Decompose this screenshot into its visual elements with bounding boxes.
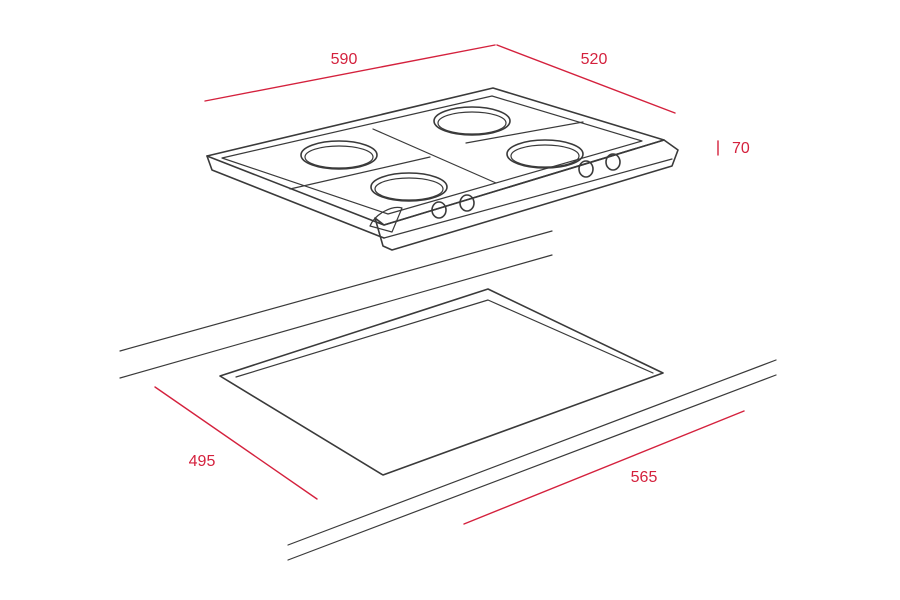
cutout-outline	[219, 288, 664, 476]
dimension-hob-height: 70	[717, 140, 750, 157]
burner-front-right	[506, 139, 584, 169]
hob-inner-rim	[221, 95, 643, 215]
label-hob-height: 70	[732, 140, 750, 157]
hob-front-fold	[383, 158, 673, 239]
burner-back-right	[433, 106, 511, 136]
hob-corner-cap	[369, 206, 403, 233]
hob-divider-left	[289, 156, 431, 190]
burner-back-left	[300, 140, 378, 170]
worktop-front-edge-2	[287, 374, 777, 561]
label-hob-width: 590	[331, 51, 358, 68]
hob-divider-right	[465, 121, 584, 144]
knob-4	[605, 153, 621, 171]
worktop-back-edge-1	[119, 230, 553, 352]
label-hob-depth: 520	[581, 51, 608, 68]
dimension-cutout-depth: 495	[154, 386, 318, 500]
cutout-inner-edge	[235, 299, 654, 378]
hob-left-edge	[206, 155, 385, 239]
hob-front-panel	[374, 139, 679, 251]
hob-divider-vertical	[372, 128, 497, 184]
worktop-cutout	[219, 288, 664, 476]
hob	[206, 87, 679, 251]
dimension-hob-width: 590	[204, 44, 496, 102]
worktop	[119, 230, 777, 561]
dimension-cutout-width: 565	[463, 410, 745, 525]
worktop-back-edge-2	[119, 254, 553, 379]
knob-3	[578, 160, 594, 178]
knob-1	[431, 201, 447, 219]
dimension-hob-depth: 520	[496, 44, 676, 114]
worktop-front-edge-1	[287, 359, 777, 546]
label-cutout-depth: 495	[189, 453, 216, 470]
burner-front-left	[370, 172, 448, 202]
knob-2	[459, 194, 475, 212]
label-cutout-width: 565	[631, 469, 658, 486]
